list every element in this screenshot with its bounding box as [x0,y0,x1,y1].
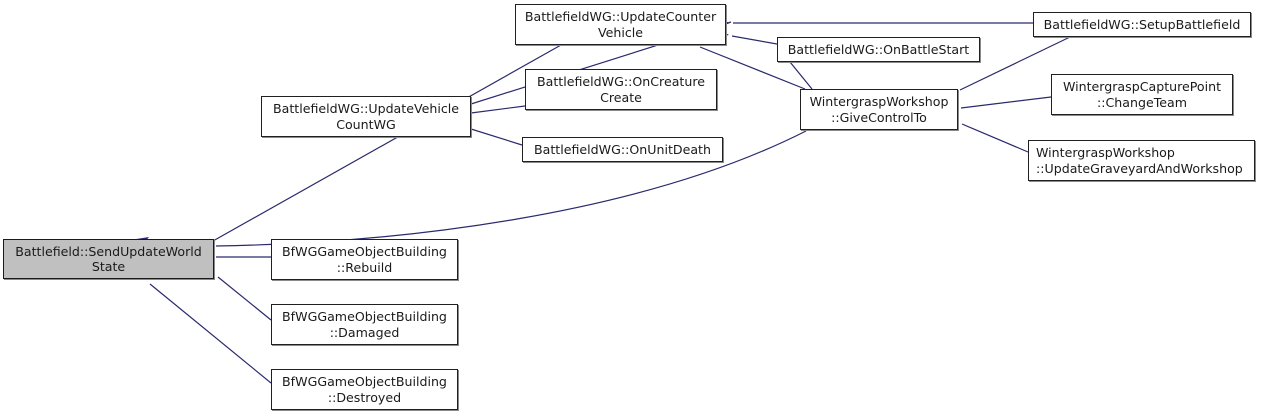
graph-node-label: BfWGGameObjectBuilding ::Damaged [282,309,447,340]
graph-node-label: WintergraspWorkshop ::UpdateGraveyardAnd… [1036,145,1243,176]
graph-node-damaged[interactable]: BfWGGameObjectBuilding ::Damaged [271,304,458,345]
graph-node-on_unit_death[interactable]: BattlefieldWG::OnUnitDeath [522,137,723,162]
graph-node-change_team[interactable]: WintergraspCapturePoint ::ChangeTeam [1051,74,1233,115]
edge-change_team-to-give_control_to [960,96,1052,109]
edge-on_battle_start-to-give_control_to [789,61,813,90]
graph-node-label: Battlefield::SendUpdateWorld State [15,243,202,275]
graph-node-label: BattlefieldWG::OnCreature Create [537,74,705,105]
edge-update_counter_vehicle-to-send_update_world_state [212,44,562,242]
graph-node-label: WintergraspWorkshop ::GiveControlTo [809,94,949,125]
graph-node-update_vehicle_count_wg[interactable]: BattlefieldWG::UpdateVehicle CountWG [261,96,471,137]
graph-node-destroyed[interactable]: BfWGGameObjectBuilding ::Destroyed [271,369,458,410]
graph-node-label: BfWGGameObjectBuilding ::Rebuild [282,244,447,275]
edge-damaged-to-send_update_world_state [217,276,272,321]
graph-node-label: BattlefieldWG::UpdateVehicle CountWG [273,101,459,132]
graph-node-label: BattlefieldWG::UpdateCounter Vehicle [524,9,717,40]
graph-node-label: WintergraspCapturePoint ::ChangeTeam [1062,79,1222,110]
graph-node-update_graveyard_and_workshop[interactable]: WintergraspWorkshop ::UpdateGraveyardAnd… [1028,140,1255,181]
graph-node-send_update_world_state[interactable]: Battlefield::SendUpdateWorld State [3,239,214,279]
graph-node-setup_battlefield[interactable]: BattlefieldWG::SetupBattlefield [1033,12,1251,37]
edge-on_battle_start-to-update_counter_vehicle [731,35,778,45]
edge-on_creature_create-to-update_vehicle_count_wg [470,105,526,114]
graph-node-label: BfWGGameObjectBuilding ::Destroyed [282,374,447,405]
graph-node-rebuild[interactable]: BfWGGameObjectBuilding ::Rebuild [271,239,458,280]
graph-node-on_battle_start[interactable]: BattlefieldWG::OnBattleStart [777,37,980,62]
graph-node-label: BattlefieldWG::OnUnitDeath [534,141,711,157]
graph-node-update_counter_vehicle[interactable]: BattlefieldWG::UpdateCounter Vehicle [515,4,726,45]
edge-update_graveyard_and_workshop-to-give_control_to [961,123,1029,153]
graph-node-label: BattlefieldWG::SetupBattlefield [1043,16,1241,32]
edge-destroyed-to-send_update_world_state [149,283,272,384]
graph-node-on_creature_create[interactable]: BattlefieldWG::OnCreature Create [525,69,717,110]
edge-on_unit_death-to-update_vehicle_count_wg [470,128,523,146]
graph-node-give_control_to[interactable]: WintergraspWorkshop ::GiveControlTo [800,89,958,130]
graph-node-label: BattlefieldWG::OnBattleStart [787,41,970,57]
